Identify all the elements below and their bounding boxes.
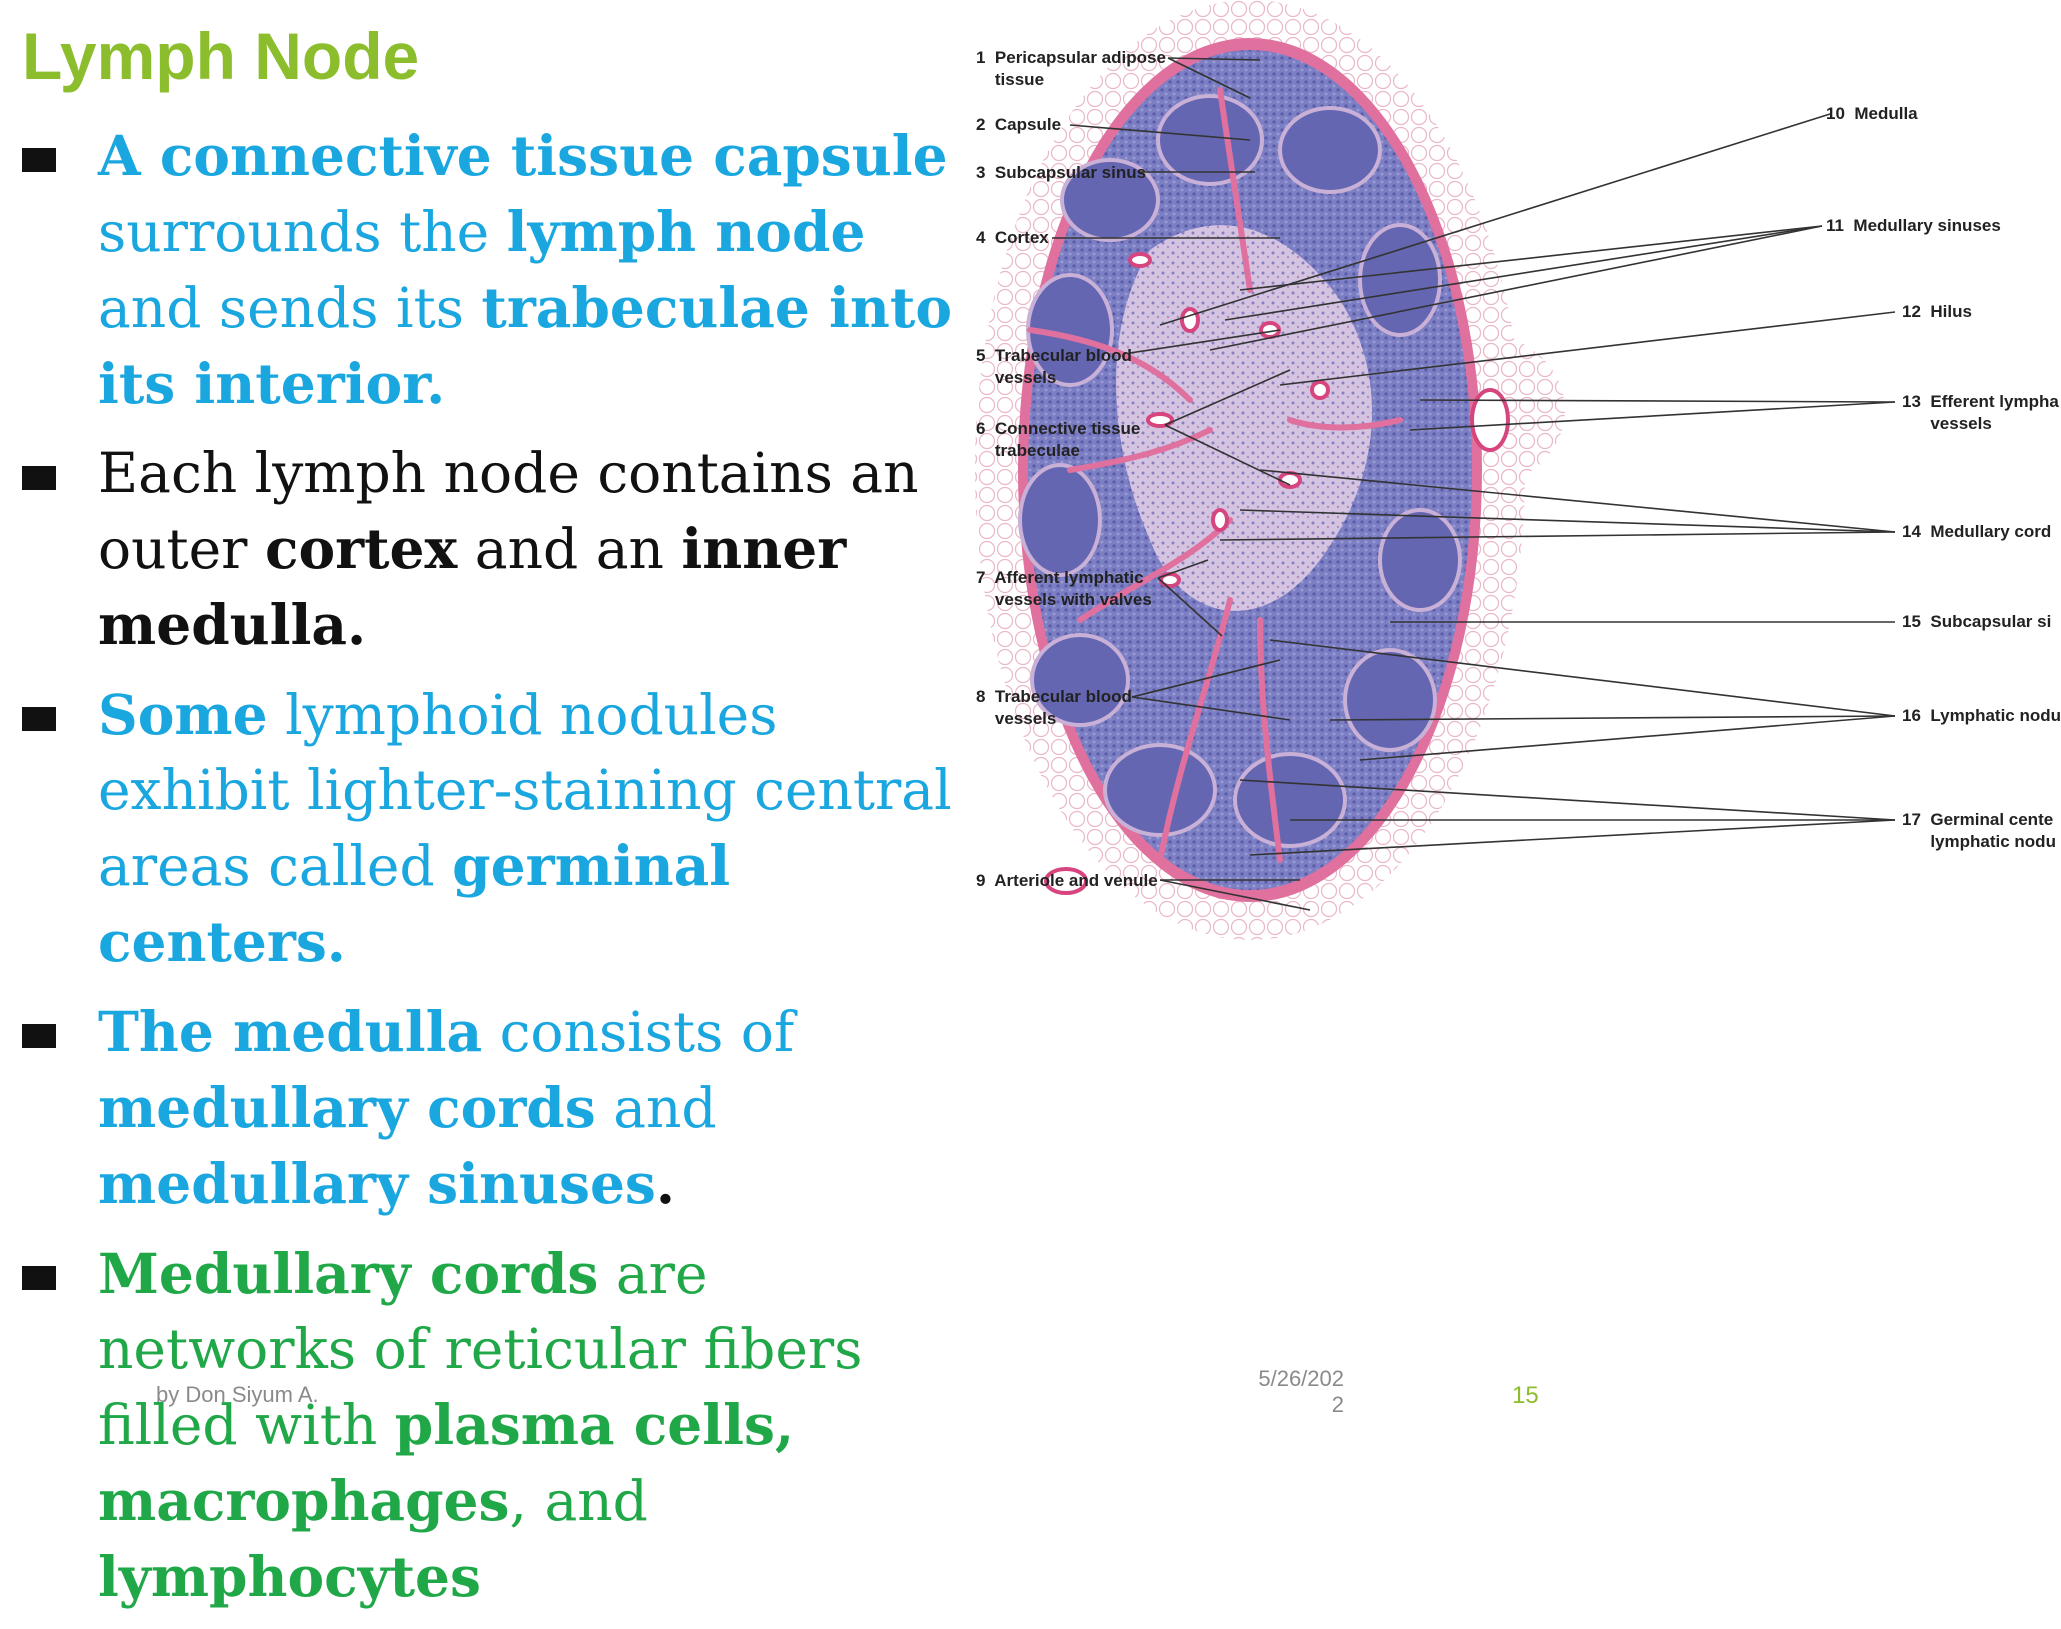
bullet-text-segment: and sends its xyxy=(98,276,482,340)
bullet-text-segment: lymphocytes xyxy=(98,1544,481,1609)
bullet-text-segment: medullary cords xyxy=(98,1075,596,1140)
slide-title: Lymph Node xyxy=(22,19,420,93)
bullet-square-icon xyxy=(22,466,56,490)
bullet-text-segment: Medullary cords xyxy=(98,1241,599,1306)
bullet-text-segment: lymph node xyxy=(506,199,866,264)
bullet-germinal-centers: Some lymphoid nodules exhibit lighter-st… xyxy=(22,677,952,980)
bullet-capsule: A connective tissue capsule surrounds th… xyxy=(22,118,952,422)
bullet-cortex-medulla: Each lymph node contains an outer cortex… xyxy=(22,436,952,663)
label-lymphatic-nodule: 16 Lymphatic nodu xyxy=(1902,706,2061,725)
label-subcapsular-sinus: 3 Subcapsular sinus xyxy=(976,163,1147,182)
bullet-list: A connective tissue capsule surrounds th… xyxy=(22,118,952,1629)
bullet-text-segment: consists of xyxy=(482,1000,795,1064)
bullet-square-icon xyxy=(22,707,56,731)
bullet-text-segment: trabeculae into its interior. xyxy=(98,275,953,416)
lymph-node-figure: 1 Pericapsular adipose tissue 2 Capsule … xyxy=(960,0,2061,960)
bullet-text-segment: cortex xyxy=(264,516,458,581)
bullet-square-icon xyxy=(22,1266,56,1290)
bullet-text-segment: and xyxy=(595,1076,717,1140)
bullet-text-segment: medullary sinuses xyxy=(98,1151,656,1216)
footer-date-line1: 5/26/202 xyxy=(1258,1366,1344,1391)
label-medullary-sinuses: 11 Medullary sinuses xyxy=(1826,216,2001,235)
bullet-text-segment: inner medulla. xyxy=(98,516,847,657)
label-pericapsular-adipose: 1 Pericapsular adipose tissue xyxy=(976,48,1166,89)
label-efferent-lymphatic-vessels: 13 Efferent lympha vessels xyxy=(1902,392,2059,433)
label-germinal-center: 17 Germinal cente lymphatic nodu xyxy=(1902,810,2056,851)
bullet-text-segment: The medulla xyxy=(98,999,483,1064)
label-connective-tissue-trabeculae: 6 Connective tissue trabeculae xyxy=(976,419,1141,460)
label-trabecular-blood-vessels-8: 8 Trabecular blood vessels xyxy=(976,687,1132,728)
bullet-text-segment: . xyxy=(655,1151,676,1216)
bullet-medullary-cords: Medullary cords are networks of reticula… xyxy=(22,1236,952,1615)
bullet-text-segment: plasma cells, macrophages xyxy=(98,1392,795,1533)
label-trabecular-blood-vessels-5: 5 Trabecular blood vessels xyxy=(976,346,1132,387)
label-hilus: 12 Hilus xyxy=(1902,302,1972,321)
lymph-node-histology-image xyxy=(975,0,1896,940)
bullet-text-segment: surrounds the xyxy=(98,200,507,264)
label-medullary-cord: 14 Medullary cord xyxy=(1902,522,2052,541)
bullet-text-segment: A connective tissue capsule xyxy=(98,123,948,188)
bullet-square-icon xyxy=(22,148,56,172)
bullet-text-segment: , and xyxy=(509,1469,648,1533)
label-medulla: 10 Medulla xyxy=(1826,104,1918,123)
bullet-text-segment: germinal centers. xyxy=(98,833,731,974)
bullet-text-segment: and an xyxy=(457,517,682,581)
bullet-text-segment: lymphoid nodules exhibit lighter-stainin… xyxy=(98,683,952,898)
footer-date: 5/26/202 2 xyxy=(1236,1366,1344,1418)
bullet-medulla: The medulla consists of medullary cords … xyxy=(22,994,952,1222)
footer-date-line2: 2 xyxy=(1331,1392,1344,1417)
label-capsule: 2 Capsule xyxy=(976,115,1062,134)
label-arteriole-venule: 9 Arteriole and venule xyxy=(976,871,1158,890)
label-subcapsular-sinus-15: 15 Subcapsular si xyxy=(1902,612,2052,631)
bullet-text-segment: Some xyxy=(98,682,268,747)
page-number: 15 xyxy=(1512,1382,1539,1409)
bullet-text-segment: are networks of reticular fibers filled … xyxy=(98,1242,863,1457)
bullet-square-icon xyxy=(22,1024,56,1048)
label-cortex: 4 Cortex xyxy=(976,228,1049,247)
footer-author: by Don Siyum A. xyxy=(156,1382,319,1407)
label-afferent-lymphatic-vessels: 7 Afferent lymphatic vessels with valves xyxy=(976,568,1152,609)
bullet-text-segment: Each lymph node contains an outer xyxy=(98,441,919,581)
